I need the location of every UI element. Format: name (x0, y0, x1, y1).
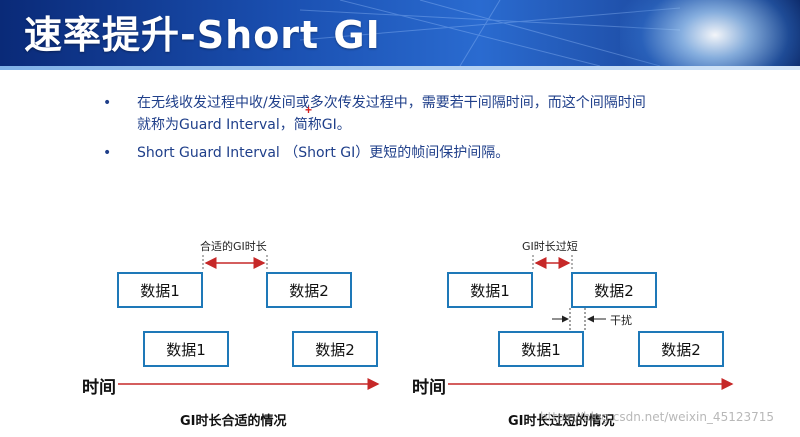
bullet-dot: • (103, 145, 112, 161)
globe-glow (620, 0, 800, 66)
header-decoration (300, 0, 680, 66)
cursor-plus-icon: + (305, 103, 313, 117)
watermark: https://blog.csdn.net/weixin_45123715 (540, 410, 775, 424)
time-label-left: 时间 (82, 378, 116, 398)
bullet-text: 在无线收发过程中收/发间或多次传发过程中，需要若干间隔时间，而这个间隔时间 (137, 95, 646, 111)
caption-left: GI时长合适的情况 (180, 414, 287, 429)
header-divider (0, 66, 800, 70)
bullet-list: • 在无线收发过程中收/发间或多次传发过程中，需要若干间隔时间，而这个间隔时间 … (100, 92, 740, 170)
data-box: 数据2 (266, 272, 352, 308)
bullet-text: 就称为Guard Interval，简称GI。 (137, 117, 351, 133)
data-box: 数据1 (498, 331, 584, 367)
bullet-item: • 在无线收发过程中收/发间或多次传发过程中，需要若干间隔时间，而这个间隔时间 … (100, 92, 740, 136)
time-label-right: 时间 (412, 378, 446, 398)
header-banner: 速率提升-Short GI (0, 0, 800, 66)
data-box: 数据2 (292, 331, 378, 367)
caption-right: GI时长过短的情况 (508, 414, 615, 429)
gi-label-left: 合适的GI时长 (200, 240, 267, 253)
data-box: 数据1 (447, 272, 533, 308)
page-title: 速率提升-Short GI (24, 13, 381, 57)
data-box: 数据1 (143, 331, 229, 367)
gi-label-right: GI时长过短 (522, 240, 578, 253)
interference-label: 干扰 (610, 314, 632, 327)
data-box: 数据2 (638, 331, 724, 367)
data-box: 数据2 (571, 272, 657, 308)
bullet-dot: • (103, 95, 112, 111)
bullet-text: Short Guard Interval （Short GI）更短的帧间保护间隔… (137, 145, 510, 161)
bullet-item: • Short Guard Interval （Short GI）更短的帧间保护… (100, 142, 740, 164)
data-box: 数据1 (117, 272, 203, 308)
